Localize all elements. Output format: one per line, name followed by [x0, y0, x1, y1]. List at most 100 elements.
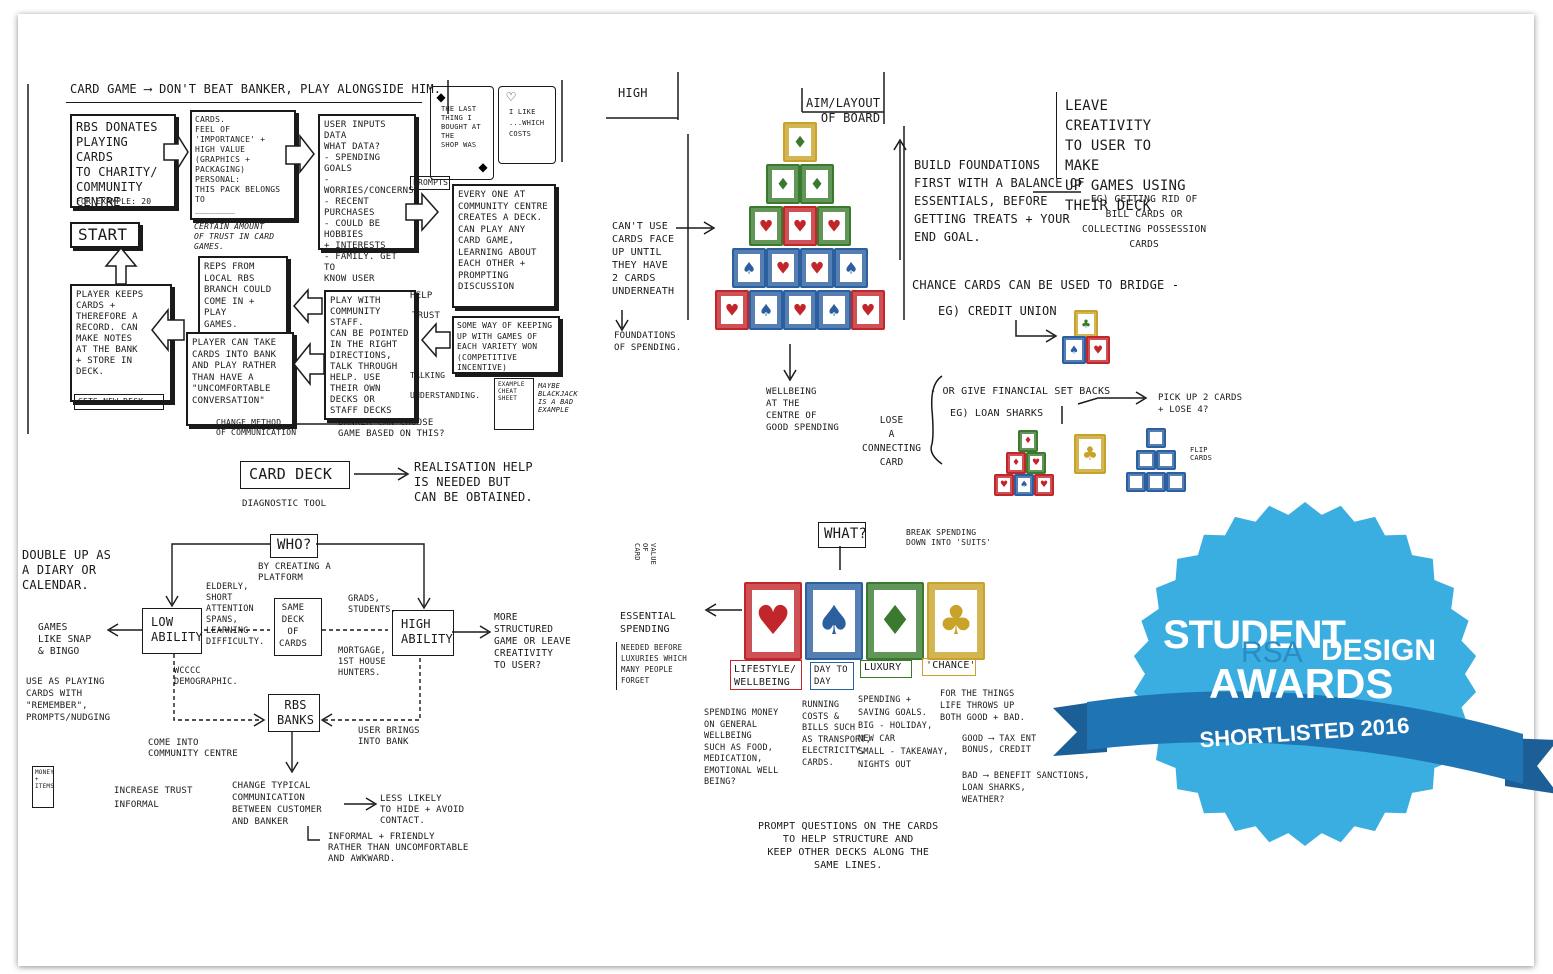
chance-label: 'CHANCE'	[926, 660, 976, 671]
mini-card: ♥	[1026, 452, 1046, 474]
rbs-banks-label: RBS BANKS	[277, 698, 315, 727]
pyramid-card: ♦	[800, 164, 834, 204]
wcccc-note: WCCCC DEMOGRAPHIC.	[174, 666, 238, 687]
title-underline	[66, 102, 422, 103]
diamond-icon: ♦	[1023, 436, 1033, 446]
prompts-label: PROMPTS	[413, 178, 449, 187]
what-label: WHAT?	[824, 526, 868, 542]
needed-before-text: NEEDED BEFORE LUXURIES WHICH MANY PEOPLE…	[621, 643, 688, 685]
money-items-label: MONEY + ITEMS	[35, 769, 55, 790]
informal-friendly-note: INFORMAL + FRIENDLY RATHER THAN UNCOMFOR…	[328, 832, 469, 864]
some-way-box: SOME WAY OF KEEPING UP WITH GAMES OF EAC…	[452, 316, 560, 374]
luxury-label: LUXURY	[864, 662, 902, 673]
double-up-note: DOUBLE UP AS A DIARY OR CALENDAR.	[22, 548, 112, 592]
pyramid-card: ♠	[732, 248, 766, 288]
prompt-questions-note: PROMPT QUESTIONS ON THE CARDS TO HELP ST…	[758, 821, 939, 871]
spade-icon: ♠	[741, 258, 757, 278]
card-game-title: CARD GAME ⟶ DON'T BEAT BANKER, PLAY ALON…	[70, 82, 442, 96]
heart-icon: ♥	[724, 300, 740, 320]
heart-icon: ♥	[826, 216, 842, 236]
aim-layout-label: AIM/LAYOUT OF BOARD	[806, 96, 881, 125]
spade-icon: ♠	[826, 300, 842, 320]
mini-card: ♠	[1014, 474, 1034, 496]
leave-creativity-frame: LEAVE CREATIVITY TO USER TO MAKE UP GAME…	[1056, 92, 1189, 214]
lose-connecting-note: LOSE A CONNECTING CARD	[862, 415, 922, 468]
diamond-icon: ◆	[478, 160, 488, 174]
card-deck-arrow	[354, 467, 410, 481]
chance-tag: 'CHANCE'	[922, 658, 976, 676]
diagnostic-tool-label: DIAGNOSTIC TOOL	[242, 499, 327, 509]
suit-card: ♠	[805, 582, 863, 660]
pyramid-card: ♥	[817, 206, 851, 246]
less-likely-note: LESS LIKELY TO HIDE + AVOID CONTACT.	[380, 794, 465, 826]
mini-card: ♣	[1074, 434, 1106, 474]
high-label: HIGH	[618, 86, 648, 100]
mini-card	[1136, 450, 1156, 470]
mini-card: ♥	[1034, 474, 1054, 496]
pyramid-card: ♠	[749, 290, 783, 330]
badge-rsa: RSA	[1241, 636, 1303, 669]
arrow-shape	[421, 322, 451, 358]
card-deck-box: CARD DECK	[240, 461, 350, 489]
heart-icon: ♥	[758, 216, 774, 236]
example-cheat-sheet: EXAMPLE CHEAT SHEET	[494, 378, 534, 430]
mini-card: ♥	[1086, 336, 1110, 364]
arrow-shape	[293, 341, 325, 387]
mini-card	[1146, 428, 1166, 448]
arrow-shape	[285, 133, 315, 175]
suit-card: ♣	[927, 582, 985, 660]
gets-new-deck-tag: GETS NEW DECK	[74, 394, 164, 410]
lifestyle-tag: LIFESTYLE/ WELLBEING	[730, 660, 802, 690]
same-deck-box: SAME DECK OF CARDS	[274, 598, 322, 656]
grads-note: GRADS, STUDENTS,	[348, 594, 396, 615]
cards-box-text: CARDS. FEEL OF 'IMPORTANCE' + HIGH VALUE…	[195, 115, 281, 214]
same-deck-label: SAME DECK OF CARDS	[279, 603, 308, 649]
club-icon: ♣	[938, 598, 974, 644]
mini-card	[1156, 450, 1176, 470]
break-spending-note: BREAK SPENDING DOWN INTO 'SUITS'	[906, 528, 992, 547]
heart-icon: ♥	[809, 258, 825, 278]
talking-label: TALKING	[410, 371, 446, 380]
mini-card: ♦	[1018, 430, 1038, 452]
understanding-label: UNDERSTANDING.	[410, 391, 481, 400]
use-as-playing-note: USE AS PLAYING CARDS WITH "REMEMBER", PR…	[26, 677, 111, 723]
leave-creativity-text: LEAVE CREATIVITY TO USER TO MAKE UP GAME…	[1065, 98, 1186, 214]
arrow-shape	[405, 192, 440, 232]
eg-getting-rid-note: EG) GETTING RID OF BILL CARDS OR COLLECT…	[1082, 194, 1207, 250]
realisation-note: REALISATION HELP IS NEEDED BUT CAN BE OB…	[414, 460, 533, 504]
spade-icon: ♠	[1069, 343, 1079, 357]
more-structured-note: MORE STRUCTURED GAME OR LEAVE CREATIVITY…	[494, 612, 571, 671]
spade-icon: ♠	[1019, 480, 1029, 490]
cards-box: CARDS. FEEL OF 'IMPORTANCE' + HIGH VALUE…	[190, 110, 296, 220]
start-box: START	[70, 222, 140, 248]
reps-box: REPS FROM LOCAL RBS BRANCH COULD COME IN…	[198, 256, 288, 336]
sample-card-last-thing: THE LAST THING I BOUGHT AT THE SHOP WAS …	[430, 86, 494, 180]
what-box: WHAT?	[818, 522, 868, 548]
arrow-shape	[104, 246, 138, 285]
chance-cards-note: CHANCE CARDS CAN BE USED TO BRIDGE -	[912, 278, 1180, 292]
creating-platform-note: BY CREATING A PLATFORM	[258, 562, 332, 583]
rbs-banks-box: RBS BANKS	[268, 694, 320, 732]
low-ability-box: LOW ABILITY	[142, 608, 203, 654]
pyramid-card: ♥	[766, 248, 800, 288]
cant-use-note: CAN'T USE CARDS FACE UP UNTIL THEY HAVE …	[612, 221, 675, 297]
credit-union-note: EG) CREDIT UNION	[938, 304, 1057, 318]
rsa-award-badge: SHORTLISTED 2016 STUDENT RSA DESIGN AWAR…	[1053, 502, 1553, 846]
pyramid-card: ♦	[766, 164, 800, 204]
player-can-take-text: PLAYER CAN TAKE CARDS INTO BANK AND PLAY…	[192, 338, 277, 406]
wellbeing-note: WELLBEING AT THE CENTRE OF GOOD SPENDING	[766, 387, 840, 433]
suit-card: ♥	[744, 582, 802, 660]
day-to-day-label: DAY TO DAY	[814, 665, 848, 687]
elderly-note: ELDERLY, SHORT ATTENTION SPANS, LEARNING…	[206, 582, 265, 647]
diamond-icon: ♦	[792, 132, 808, 152]
badge-ribbon: SHORTLISTED 2016	[1053, 691, 1553, 794]
arrow-shape	[163, 133, 189, 171]
everyone-text: EVERY ONE AT COMMUNITY CENTRE CREATES A …	[458, 190, 548, 292]
reps-text: REPS FROM LOCAL RBS BRANCH COULD COME IN…	[204, 262, 272, 330]
low-ability-label: LOW ABILITY	[151, 615, 203, 644]
mini-card: ♠	[1062, 336, 1086, 364]
badge-awards: AWARDS	[1209, 660, 1393, 707]
some-way-text: SOME WAY OF KEEPING UP WITH GAMES OF EAC…	[457, 321, 553, 372]
pyramid-card: ♥	[783, 206, 817, 246]
bad-note: BAD ⟶ BENEFIT SANCTIONS, LOAN SHARKS, WE…	[962, 771, 1090, 805]
